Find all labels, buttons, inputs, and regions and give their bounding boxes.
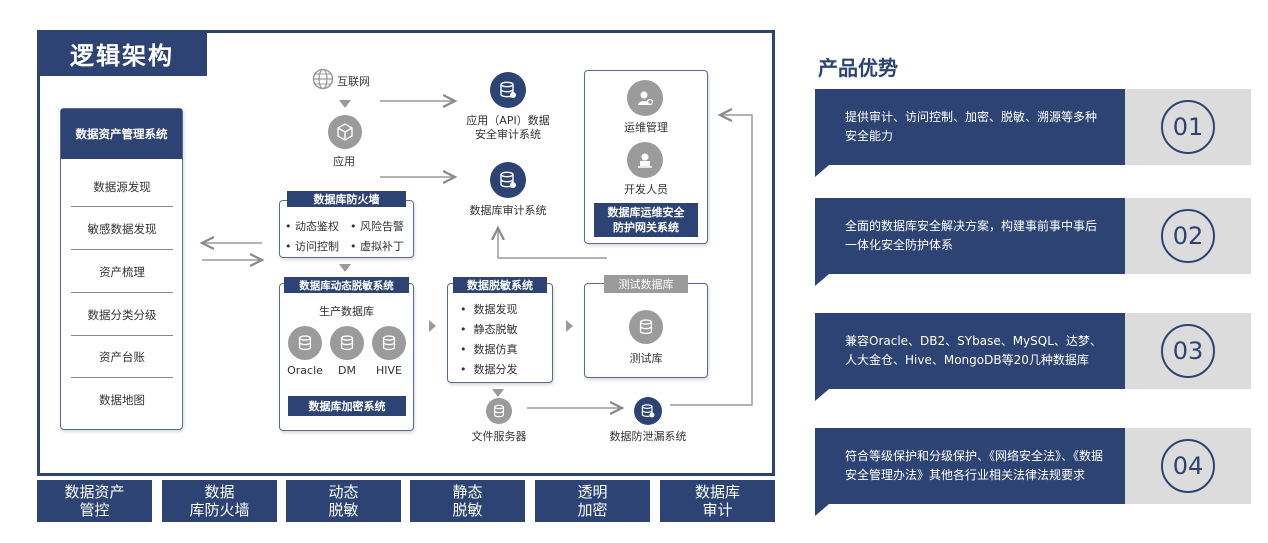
firewall-item: • 虚拟补丁 bbox=[350, 240, 404, 253]
divider bbox=[71, 292, 173, 293]
module-button-label: 静态 bbox=[452, 483, 483, 501]
advantage-number: 03 bbox=[1161, 324, 1215, 378]
architecture-title: 逻辑架构 bbox=[37, 30, 207, 76]
divider bbox=[71, 249, 173, 250]
firewall-item: • 风险告警 bbox=[350, 220, 404, 233]
module-button-label: 数据资产 bbox=[64, 483, 125, 501]
db-audit-label: 数据库审计系统 bbox=[469, 204, 547, 217]
advantages-title: 产品优势 bbox=[818, 56, 898, 80]
firewall-item-label: 虚拟补丁 bbox=[360, 240, 404, 253]
asset-panel-title: 数据资产管理系统 bbox=[61, 109, 182, 159]
module-button[interactable]: 数据资产管控 bbox=[37, 480, 152, 522]
production-db-label: 生产数据库 bbox=[319, 305, 374, 318]
module-button[interactable]: 数据库审计 bbox=[660, 480, 775, 522]
database-icon bbox=[490, 72, 526, 108]
api-audit-line-1: 应用（API）数据 bbox=[466, 114, 550, 127]
advantage-tail bbox=[815, 165, 829, 177]
application-label: 应用 bbox=[333, 155, 355, 168]
divider bbox=[71, 206, 173, 207]
module-button-label: 数据库 bbox=[694, 483, 740, 501]
module-button[interactable]: 动态脱敏 bbox=[286, 480, 401, 522]
static-item-label: 静态脱敏 bbox=[473, 323, 518, 336]
asset-item-ledger: 资产台账 bbox=[99, 350, 145, 364]
test-db-label: 测试库 bbox=[629, 352, 663, 365]
module-button-label: 脱敏 bbox=[452, 501, 483, 519]
globe-icon bbox=[312, 68, 334, 90]
test-db-title: 测试数据库 bbox=[604, 275, 688, 293]
asset-item-data-map: 数据地图 bbox=[99, 393, 145, 407]
db-hive-label: HIVE bbox=[376, 364, 402, 377]
application-icon bbox=[328, 115, 362, 149]
api-audit-line-2: 安全审计系统 bbox=[475, 128, 541, 141]
static-item-label: 数据发现 bbox=[473, 303, 518, 316]
advantage-tail bbox=[815, 389, 829, 401]
advantage-text: 提供审计、访问控制、加密、脱敏、溯源等多种安全能力 bbox=[815, 89, 1125, 165]
dynamic-masking-title: 数据库动态脱敏系统 bbox=[284, 277, 409, 293]
static-item: • 数据分发 bbox=[460, 363, 518, 376]
module-button-label: 动态 bbox=[328, 483, 359, 501]
developer-icon bbox=[627, 142, 663, 178]
file-server-label: 文件服务器 bbox=[471, 430, 527, 443]
module-button-label: 审计 bbox=[702, 501, 733, 519]
ops-mgmt-label: 运维管理 bbox=[624, 121, 668, 134]
asset-item-asset-sorting: 资产梳理 bbox=[99, 265, 145, 279]
advantage-text: 兼容Oracle、DB2、SYbase、MySQL、达梦、人大金仓、Hive、M… bbox=[815, 313, 1125, 389]
db-encryption-title: 数据库加密系统 bbox=[288, 396, 406, 416]
module-button-label: 加密 bbox=[577, 501, 608, 519]
admin-user-icon bbox=[627, 80, 663, 116]
static-item-label: 数据仿真 bbox=[473, 343, 518, 356]
module-button-label: 透明 bbox=[577, 483, 608, 501]
database-icon bbox=[288, 326, 322, 360]
asset-item-sensitive-discovery: 敏感数据发现 bbox=[87, 222, 157, 236]
firewall-item: • 访问控制 bbox=[285, 240, 339, 253]
db-firewall-title: 数据库防火墙 bbox=[287, 191, 406, 207]
static-item: • 数据发现 bbox=[460, 303, 518, 316]
asset-item-classification: 数据分类分级 bbox=[87, 308, 157, 322]
advantage-number: 04 bbox=[1161, 439, 1215, 493]
developer-label: 开发人员 bbox=[624, 183, 668, 196]
dlp-label: 数据防泄漏系统 bbox=[609, 430, 687, 443]
db-oracle-label: Oracle bbox=[287, 364, 323, 377]
database-icon bbox=[629, 310, 663, 344]
advantage-text: 全面的数据库安全解决方案，构建事前事中事后一体化安全防护体系 bbox=[815, 198, 1125, 274]
module-button[interactable]: 透明加密 bbox=[535, 480, 650, 522]
ops-gateway-line-1: 数据库运维安全 bbox=[607, 206, 685, 219]
asset-management-panel: 数据资产管理系统 数据源发现 敏感数据发现 资产梳理 数据分类分级 资产台账 数… bbox=[60, 108, 183, 430]
database-icon bbox=[490, 162, 526, 198]
module-button-label: 脱敏 bbox=[328, 501, 359, 519]
db-firewall-panel bbox=[279, 200, 414, 258]
advantage-tail bbox=[815, 274, 829, 286]
advantage-text: 符合等级保护和分级保护、《网络安全法》、《数据安全管理办法》其他各行业相关法律法… bbox=[815, 428, 1125, 504]
static-item-label: 数据分发 bbox=[473, 363, 518, 376]
api-audit-label: 应用（API）数据 安全审计系统 bbox=[438, 114, 578, 142]
dlp-database-icon bbox=[634, 397, 662, 425]
firewall-item: • 动态鉴权 bbox=[285, 220, 339, 233]
ops-gateway-line-2: 防护网关系统 bbox=[613, 221, 679, 234]
module-button[interactable]: 静态脱敏 bbox=[410, 480, 525, 522]
firewall-item-label: 访问控制 bbox=[295, 240, 339, 253]
module-button-label: 管控 bbox=[79, 501, 110, 519]
database-icon bbox=[330, 326, 364, 360]
module-button[interactable]: 数据库防火墙 bbox=[162, 480, 277, 522]
divider bbox=[71, 377, 173, 378]
static-masking-title: 数据脱敏系统 bbox=[453, 277, 547, 293]
file-server-icon bbox=[486, 398, 512, 424]
advantage-number: 02 bbox=[1161, 209, 1215, 263]
ops-gateway-title: 数据库运维安全 防护网关系统 bbox=[594, 203, 698, 237]
module-button-label: 库防火墙 bbox=[189, 501, 250, 519]
firewall-item-label: 风险告警 bbox=[360, 220, 404, 233]
static-item: • 数据仿真 bbox=[460, 343, 518, 356]
db-dm-label: DM bbox=[338, 364, 356, 377]
static-masking-panel bbox=[447, 283, 553, 383]
divider bbox=[71, 335, 173, 336]
advantage-tail bbox=[815, 504, 829, 516]
advantage-number: 01 bbox=[1161, 100, 1215, 154]
firewall-item-label: 动态鉴权 bbox=[295, 220, 339, 233]
static-item: • 静态脱敏 bbox=[460, 323, 518, 336]
asset-item-source-discovery: 数据源发现 bbox=[93, 180, 151, 194]
database-icon bbox=[372, 326, 406, 360]
internet-label: 互联网 bbox=[337, 75, 370, 88]
module-button-label: 数据 bbox=[204, 483, 235, 501]
